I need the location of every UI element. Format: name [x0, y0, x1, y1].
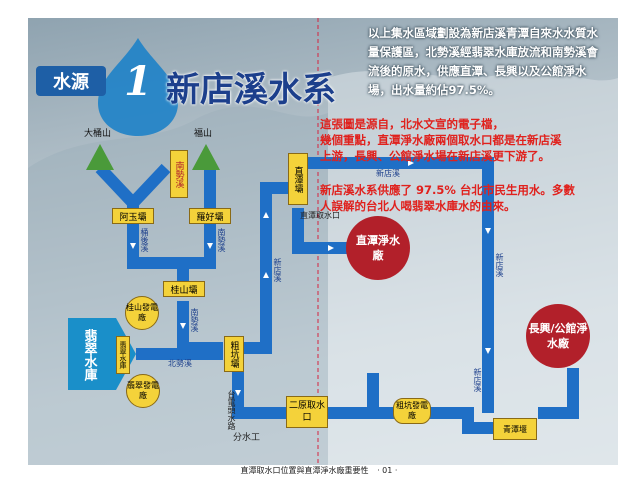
flow-arrow [328, 245, 334, 251]
weir-luohao: 羅好壩 [189, 208, 231, 224]
flow-arrow [180, 323, 186, 329]
page-title: 新店溪水系 [166, 70, 336, 110]
weir-ayu: 阿玉壩 [112, 208, 154, 224]
diagram-canvas [28, 18, 618, 465]
title-badge: 水源 [36, 66, 106, 96]
weir-zhitan: 直潭壩 [288, 153, 308, 205]
flow-arrow [485, 348, 491, 354]
drop-icon [98, 38, 178, 136]
annotation-line-2: 幾個重點，直潭淨水廠兩個取水口都是在新店溪 [320, 133, 562, 147]
page-number: · 01 · [377, 466, 398, 475]
weir-guishan: 桂山壩 [163, 281, 205, 297]
weir-cukeng: 粗坑壩 [224, 336, 244, 372]
river-xindian-left: 新店溪 [273, 258, 282, 282]
flow-arrow [207, 243, 213, 249]
feicui-power-station: 翡翠發電廠 [126, 374, 160, 408]
changxing-plant-label: 長興/公館淨水廠 [528, 322, 588, 350]
taipower-canal: 台電頭水路 [227, 390, 236, 430]
annotation-line-3: 上游，長興、公館淨水場在新店溪更下游了。 [320, 149, 550, 163]
flow-arrow [235, 390, 241, 396]
river-nanshi-lower: 南勢溪 [190, 308, 199, 332]
annotation-line-5: 人誤解的台北人喝翡翠水庫水的由來。 [320, 199, 516, 213]
weir-qingtan: 青潭堰 [493, 418, 537, 440]
zhitan-plant-label: 直潭淨水廠 [356, 234, 400, 262]
intro-paragraph: 以上集水區域劃設為新店溪青潭自來水水質水量保護區，北勢溪經翡翠水庫放流和南勢溪會… [368, 26, 598, 97]
annotation-line-1: 這張圖是源自，北水文宣的電子檔， [320, 117, 504, 131]
river-tonghou: 桶後溪 [140, 228, 149, 252]
changxing-plant-circle [526, 304, 590, 368]
flow-arrow [263, 272, 269, 278]
hill-shape-right [328, 70, 618, 465]
mountain-label-datong: 大桶山 [84, 129, 112, 139]
reservoir-label: 翡翠水庫 [81, 329, 97, 381]
mountain-icon [86, 144, 114, 170]
cukeng-power-station: 粗坑發電廠 [393, 398, 431, 424]
river-xindian-top: 新店溪 [376, 169, 400, 178]
river-beishi: 北勢溪 [168, 359, 192, 368]
pipes [95, 157, 579, 434]
river-xindian-far: 新店溪 [473, 368, 482, 392]
caption-text: 直潭取水口位置與直潭淨水廠重要性 [240, 466, 369, 475]
intake-box: 二原取水口 [286, 396, 328, 428]
river-xindian-right: 新店溪 [495, 253, 504, 277]
river-nanshi-upper: 南勢溪 [217, 228, 226, 252]
annotation-line-4: 新店溪水系供應了 97.5% 台北市民生用水。多數 [320, 183, 575, 197]
flow-arrow [485, 228, 491, 234]
zhitan-intake-label: 直潭取水口 [300, 211, 340, 220]
footer-caption: 直潭取水口位置與直潭淨水廠重要性 · 01 · [0, 465, 638, 476]
mountain-icon [192, 144, 220, 170]
feicui-dam-marker: 翡翠水庫 [116, 336, 130, 374]
mountain-label-fushan: 福山 [194, 129, 213, 139]
flow-arrow [408, 160, 414, 166]
zhitan-plant-circle [346, 216, 410, 280]
branch-label: 分水工 [233, 433, 261, 443]
flow-arrow [130, 243, 136, 249]
title-number: 1 [124, 57, 152, 105]
guishan-power-station: 桂山發電廠 [125, 296, 159, 330]
diagram-page: 水源 1 新店溪水系 以上集水區域劃設為新店溪青潭自來水水質水量保護區，北勢溪經… [28, 18, 618, 465]
flow-arrow [263, 212, 269, 218]
nanshi-station: 南勢溪 [170, 150, 188, 198]
